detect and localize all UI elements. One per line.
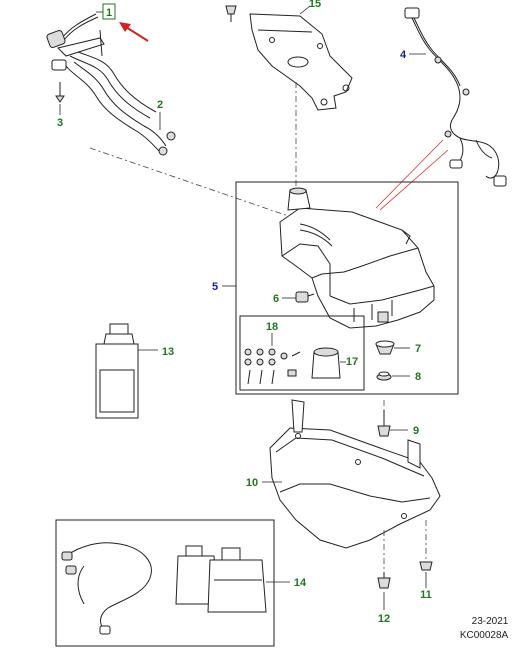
callout-7[interactable]: 7 [394,343,421,355]
part-12-bolt [377,530,391,589]
service-kit-parts [61,542,267,635]
callout-8[interactable]: 8 [392,371,421,383]
callout-4[interactable]: 4 [400,49,426,61]
under-shield [269,399,441,549]
callout-12[interactable]: 12 [378,592,390,625]
callout-2[interactable]: 2 [157,99,163,130]
callout-12-label: 12 [378,613,390,625]
callout-13[interactable]: 13 [138,346,174,358]
callout-18[interactable]: 18 [266,321,278,346]
tank [279,187,435,329]
fixing-kit-parts [244,347,341,385]
callout-17[interactable]: 17 [340,356,358,368]
wiring-harness [404,7,507,187]
callout-5[interactable]: 5 [212,281,236,293]
callout-11-label: 11 [420,589,432,601]
callout-10[interactable]: 10 [246,477,282,489]
callout-15-label: 15 [309,0,321,10]
callout-10-label: 10 [246,477,258,489]
callout-1-label: 1 [106,7,112,19]
service-kit-frame [55,519,275,647]
part-7-mount [375,340,395,355]
callout-13-label: 13 [162,346,174,358]
part-9-bolt [377,410,391,437]
callout-7-label: 7 [415,343,421,355]
callout-5-label: 5 [212,281,218,293]
diagram-date: 23-2021 [472,616,509,627]
diagram-code: KC00028A [460,630,509,641]
part-11-nut [419,520,433,571]
part-8-washer [376,371,392,381]
arrow-pointer-icon [119,22,149,42]
callout-4-label: 4 [400,49,407,61]
mounting-bracket [225,5,353,111]
callout-14-label: 14 [294,577,307,589]
callout-1[interactable]: 1 [96,3,116,20]
callout-18-label: 18 [266,321,278,333]
callout-14[interactable]: 14 [266,577,307,589]
tank-assembly-frame [235,181,459,395]
callout-3-label: 3 [57,117,63,129]
callout-9-label: 9 [413,425,419,437]
callout-6[interactable]: 6 [273,293,296,305]
fluid-bottle [95,323,139,419]
callout-2-label: 2 [157,99,163,111]
part-6-grommet [295,291,315,303]
callout-11[interactable]: 11 [420,572,432,601]
breather-hose-assembly [46,13,176,156]
callout-6-label: 6 [273,293,279,305]
callout-8-label: 8 [415,371,421,383]
callout-15[interactable]: 15 [299,0,321,15]
callout-3[interactable]: 3 [57,104,63,129]
fixing-kit-frame [239,315,365,391]
callout-17-label: 17 [346,356,358,368]
callout-9[interactable]: 9 [390,425,419,437]
